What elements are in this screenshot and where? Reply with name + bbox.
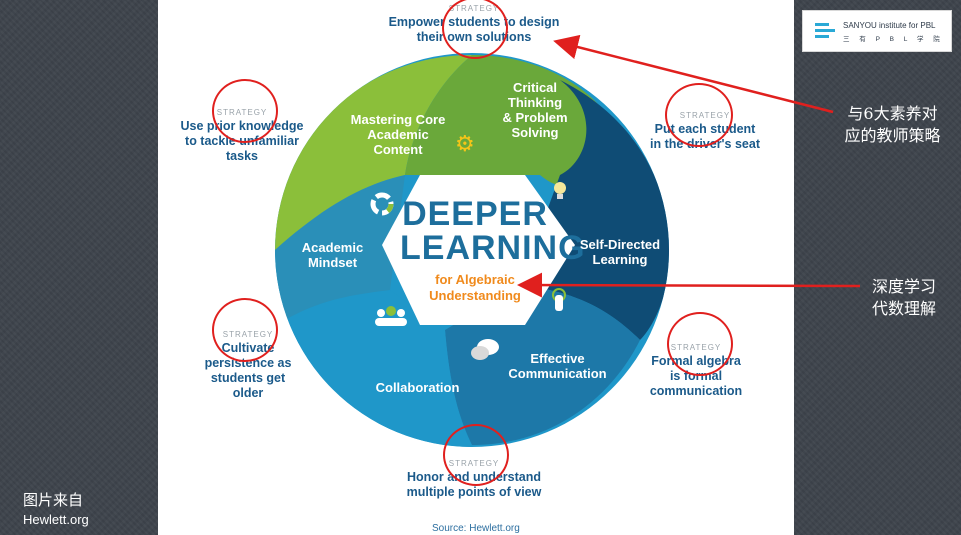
source-credit: Source: Hewlett.org (432, 523, 520, 534)
annotation-line: 应的教师策略 (844, 126, 941, 145)
segment-label-line: Content (373, 142, 423, 157)
highlight-circle (667, 312, 733, 376)
segment-label-line: Solving (511, 125, 559, 140)
annotation-line: 深度学习 (871, 277, 936, 296)
strategy-line: older (232, 386, 264, 400)
segment-critical-thinking (405, 55, 620, 187)
annotation-line: 代数理解 (871, 299, 936, 318)
segment-label-effective-communication: Effective Communication (500, 351, 615, 381)
segment-label-line: Collaboration (375, 380, 460, 395)
segment-collaboration (285, 290, 472, 447)
segment-label-collaboration: Collaboration (365, 380, 470, 395)
highlight-circle (443, 424, 509, 486)
logo-text-en: SANYOU institute for PBL (843, 21, 936, 30)
strategy-line: tasks (226, 149, 258, 163)
logo-bars-icon (815, 23, 835, 38)
segment-academic-mindset (275, 175, 405, 320)
segment-label-line: Academic (301, 240, 364, 255)
segment-label-line: Critical (512, 80, 558, 95)
gears-icon: ⚙ (455, 131, 475, 156)
segment-label-line: Self-Directed (579, 237, 661, 252)
segment-label-line: Mastering Core (350, 112, 446, 127)
strategy-line: students get (210, 371, 286, 385)
segment-self-directed (520, 80, 669, 340)
caption-image-from: 图片来自 (23, 492, 84, 509)
segment-mastering-core (275, 55, 472, 250)
sanyou-logo: SANYOU institute for PBL 三 有 P B L 学 院 (802, 10, 952, 52)
annotation-line: 与6大素养对 (847, 104, 938, 123)
segment-label-line: Thinking (507, 95, 563, 110)
highlight-circle (212, 298, 278, 362)
highlight-circle (442, 0, 508, 59)
lightbulb-icon (552, 180, 568, 207)
logo-text-cn: 三 有 P B L 学 院 (843, 36, 944, 43)
segment-label-critical-thinking: Critical Thinking & Problem Solving (490, 80, 580, 140)
center-title-line1: DEEPER (402, 195, 548, 233)
people-group-icon (371, 305, 411, 332)
center-subtitle-line1: for Algebraic (435, 272, 515, 287)
segment-label-line: Effective (530, 351, 585, 366)
arrow-to-strategy (553, 34, 834, 114)
segment-label-mastering-core: Mastering Core Academic Content (338, 112, 458, 157)
highlight-circle (665, 83, 733, 147)
center-subtitle-line2: Understanding (429, 288, 521, 303)
center-subtitle: for Algebraic Understanding (410, 272, 540, 304)
arrow-to-center (517, 272, 861, 298)
annotation-deeper-learning: 深度学习 代数理解 (860, 276, 948, 320)
caption-hewlett: Hewlett.org (23, 512, 89, 527)
cycle-arrows-icon (369, 191, 395, 222)
segment-label-self-directed: Self-Directed Learning (570, 237, 670, 267)
highlight-circle (212, 79, 278, 143)
segment-label-line: Learning (592, 252, 648, 267)
strategy-line: communication (649, 384, 743, 398)
strategy-line: multiple points of view (406, 485, 542, 499)
segment-label-line: Academic (367, 127, 429, 142)
segment-label-line: Communication (508, 366, 607, 381)
segment-label-line: & Problem (502, 110, 568, 125)
strategy-line: persistence as (204, 356, 292, 370)
speech-bubbles-icon (470, 338, 500, 367)
segment-label-academic-mindset: Academic Mindset (290, 240, 375, 270)
hand-pointer-icon (548, 287, 570, 320)
annotation-teacher-strategies: 与6大素养对 应的教师策略 (830, 103, 955, 147)
segment-label-line: Mindset (307, 255, 358, 270)
